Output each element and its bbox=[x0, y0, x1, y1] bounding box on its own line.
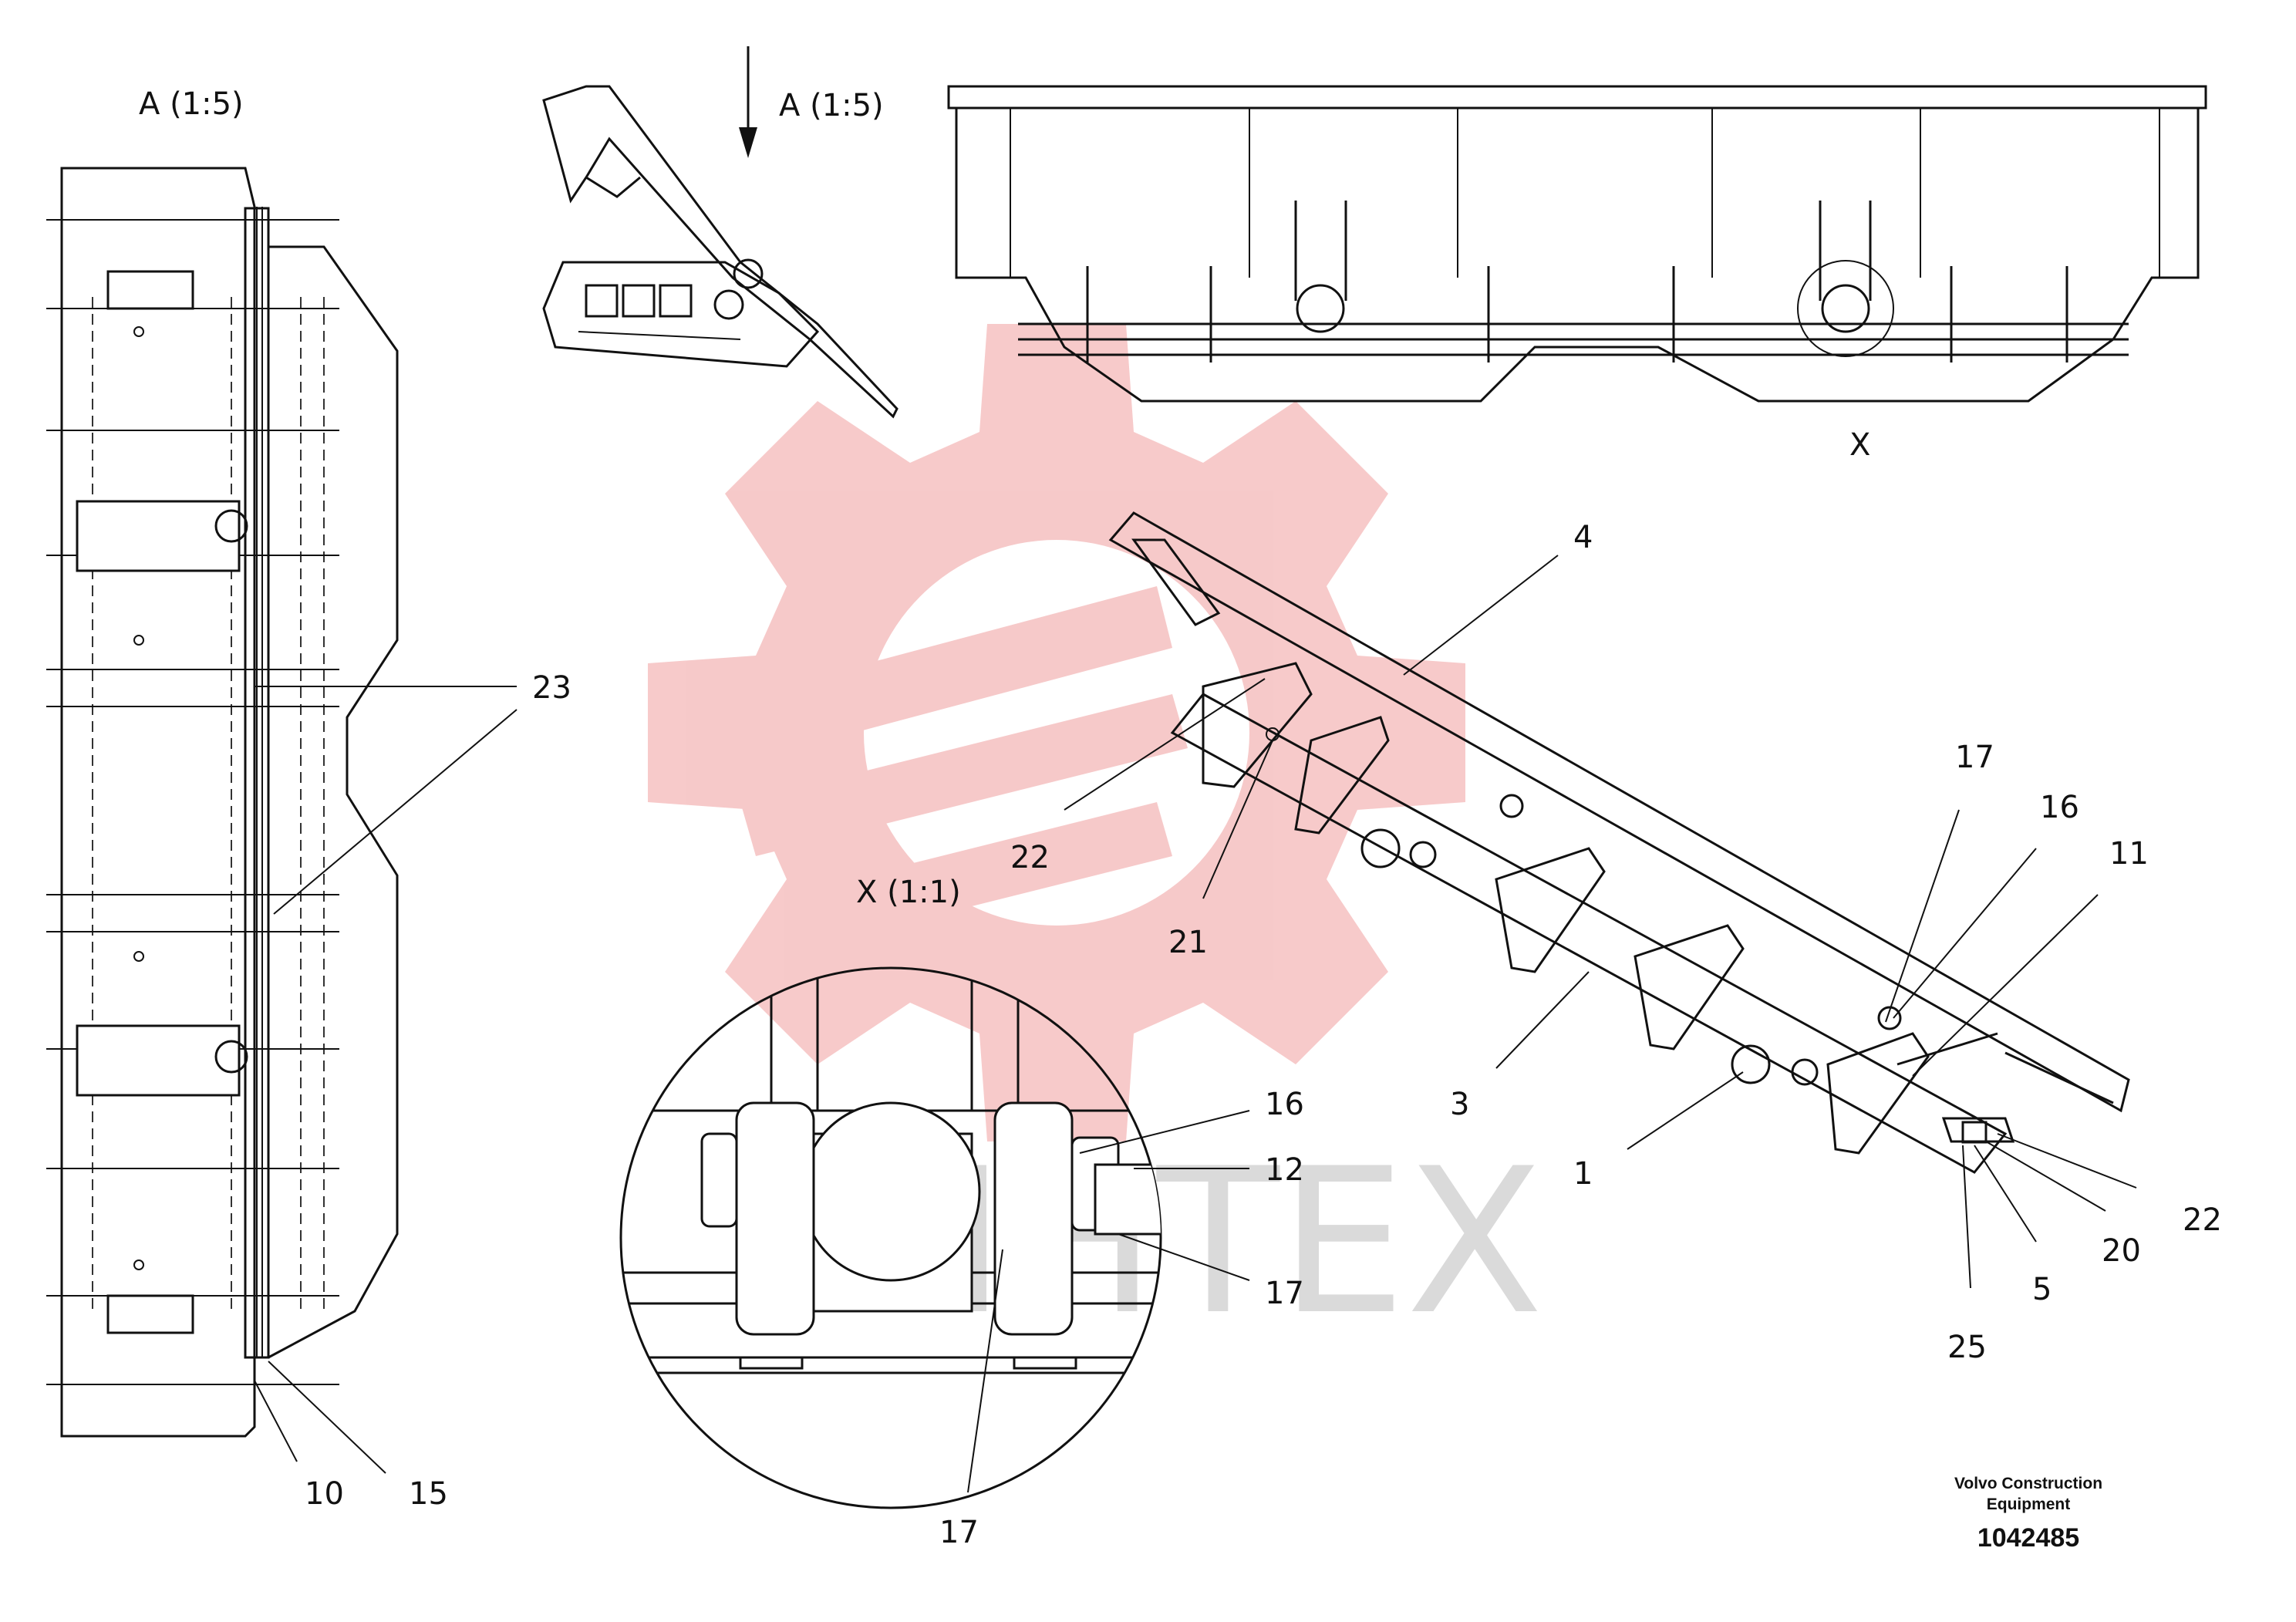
top-view-drawing bbox=[947, 85, 2207, 403]
watermark-logo bbox=[648, 324, 1465, 1141]
callout-17-detail-lower: 17 bbox=[939, 1515, 979, 1550]
brand-line-2: Equipment bbox=[1987, 1496, 2071, 1513]
isometric-assembly-drawing bbox=[1108, 511, 2130, 1174]
callout-22-left: 22 bbox=[1010, 840, 1050, 875]
view-a-left-title: A (1:5) bbox=[139, 86, 244, 122]
callout-1: 1 bbox=[1573, 1156, 1593, 1192]
callout-11: 11 bbox=[2109, 836, 2149, 872]
callout-5: 5 bbox=[2032, 1272, 2052, 1307]
callout-17-main: 17 bbox=[1955, 740, 1994, 775]
callout-16-detail: 16 bbox=[1265, 1087, 1304, 1122]
callout-23: 23 bbox=[532, 670, 571, 706]
callout-15: 15 bbox=[409, 1476, 448, 1512]
view-a-left-drawing bbox=[46, 167, 399, 1438]
callout-16-main: 16 bbox=[2040, 790, 2079, 825]
callout-21: 21 bbox=[1168, 925, 1208, 960]
callout-17-detail-upper: 17 bbox=[1265, 1276, 1304, 1311]
callout-20: 20 bbox=[2102, 1233, 2141, 1269]
detail-x-title: X (1:1) bbox=[856, 875, 961, 910]
callout-4: 4 bbox=[1573, 520, 1593, 555]
document-number: 1042485 bbox=[1977, 1523, 2079, 1553]
brand-line-1: Volvo Construction bbox=[1954, 1475, 2102, 1492]
callout-25: 25 bbox=[1947, 1330, 1987, 1365]
callout-12: 12 bbox=[1265, 1152, 1304, 1188]
callout-3: 3 bbox=[1450, 1087, 1469, 1122]
view-a-side-title: A (1:5) bbox=[779, 88, 884, 123]
detail-x-drawing bbox=[619, 966, 1162, 1509]
callout-22-right: 22 bbox=[2183, 1202, 2222, 1238]
callout-10: 10 bbox=[305, 1476, 344, 1512]
side-section-drawing bbox=[542, 46, 899, 419]
view-x-marker: X bbox=[1849, 427, 1870, 463]
